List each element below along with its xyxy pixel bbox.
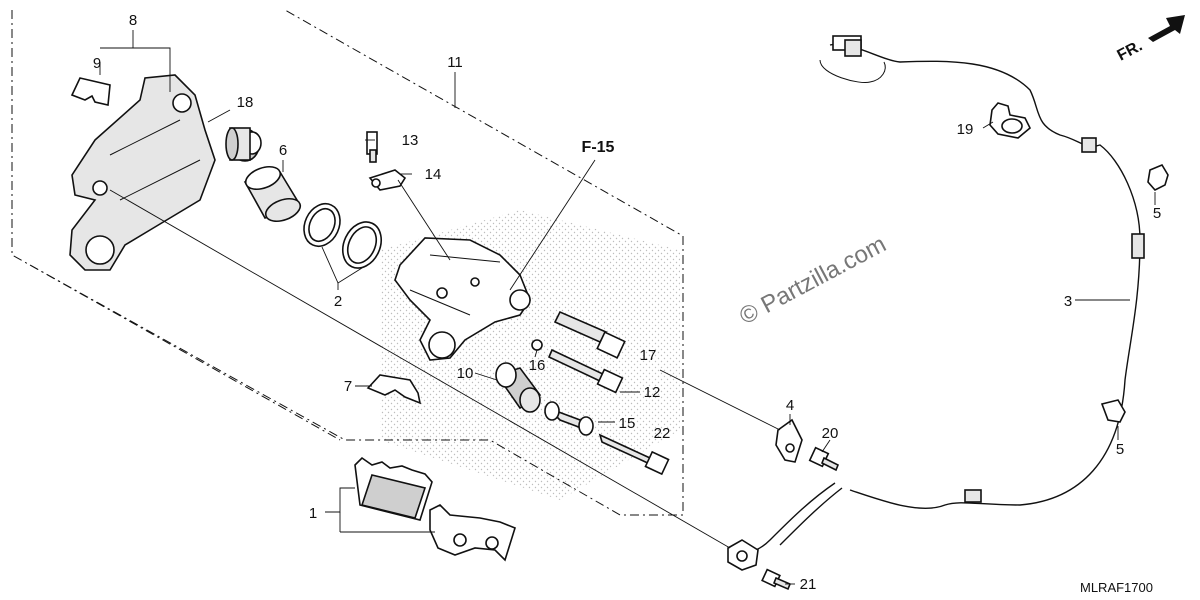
label-part-22: 22 (654, 425, 671, 442)
wire-grommets (964, 137, 1145, 503)
sleeve (544, 401, 594, 436)
label-part-10: 10 (457, 365, 474, 382)
pin-boot (225, 127, 262, 162)
leader-lines (99, 30, 1156, 585)
label-part-17: 17 (640, 347, 657, 364)
pad-retainer (366, 374, 422, 405)
caliper-bolt (598, 433, 670, 476)
clip-5-lower (1100, 399, 1126, 423)
label-part-1: 1 (309, 505, 317, 522)
label-part-8: 8 (129, 12, 137, 29)
bleeder-screw (366, 131, 378, 163)
watermark: © Partzilla.com (735, 231, 890, 331)
bolt-20 (808, 446, 840, 472)
bleeder-cap (368, 169, 407, 191)
slide-pin (547, 348, 624, 394)
piston-seals (303, 203, 383, 269)
wire-connector (819, 35, 886, 84)
label-part-11: 11 (447, 54, 463, 71)
reference-label: F-15 (582, 139, 615, 156)
label-part-15: 15 (619, 415, 636, 432)
label-part-2: 2 (334, 293, 342, 310)
label-part-18: 18 (237, 94, 254, 111)
label-part-4: 4 (786, 397, 794, 414)
washer (531, 339, 543, 351)
label-part-9: 9 (93, 55, 101, 72)
label-part-12: 12 (644, 384, 661, 401)
label-part-14: 14 (425, 166, 442, 183)
wire-stay (775, 418, 803, 463)
assembly-outline (11, 9, 684, 516)
diagram-code: MLRAF1700 (1080, 580, 1153, 595)
label-part-13: 13 (402, 132, 419, 149)
brake-pads (354, 456, 516, 562)
clip-5-upper (1147, 163, 1169, 191)
label-part-3: 3 (1064, 293, 1072, 310)
front-direction-arrow (1148, 15, 1185, 42)
label-part-6: 6 (279, 142, 287, 159)
piston (243, 165, 302, 223)
label-part-21: 21 (800, 576, 817, 593)
label-part-19: 19 (957, 121, 974, 138)
label-part-5-upper: 5 (1153, 205, 1161, 222)
caliper-bracket (69, 74, 216, 271)
wheel-speed-sensor (727, 539, 759, 571)
label-part-5-lower: 5 (1116, 441, 1124, 458)
slide-boot (495, 362, 542, 413)
label-part-16: 16 (529, 357, 546, 374)
clamp-19 (989, 102, 1031, 139)
label-part-7: 7 (344, 378, 352, 395)
pad-spring (70, 77, 111, 106)
direction-label: FR. (1115, 37, 1146, 64)
bolt-21 (761, 568, 792, 591)
caliper-body (394, 237, 531, 361)
label-part-20: 20 (822, 425, 839, 442)
caliper-pin (553, 310, 626, 359)
